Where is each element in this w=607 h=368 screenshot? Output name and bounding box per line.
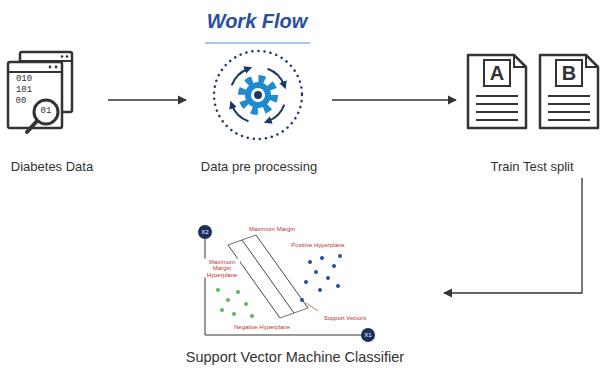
process-step: Data pre processing: [192, 48, 326, 175]
data-window-icon-part: [8, 71, 62, 73]
positive-points-part: [338, 254, 342, 258]
data-window-icon: [8, 52, 72, 132]
positive-points-part: [320, 256, 324, 260]
negative-points-part: [244, 302, 248, 306]
positive-points-part: [318, 288, 322, 292]
svm-chart-part: [361, 328, 375, 342]
negative-points-part: [236, 290, 240, 294]
flow-arrow: [108, 99, 186, 100]
positive-points-part: [304, 280, 308, 284]
process-step: Diabetes Data: [2, 50, 102, 175]
document-icon-part: [514, 55, 526, 67]
gear-icon-part: [251, 88, 265, 102]
data-window-icon-part: [61, 55, 64, 58]
binary-digits: 00: [16, 97, 27, 106]
diagram-title: Work Flow: [207, 10, 308, 33]
step-label: Data pre processing: [201, 159, 317, 175]
chart-annotation: X1: [364, 332, 371, 338]
gear-icon-part: [232, 69, 249, 86]
svm-chart-part: [198, 225, 212, 239]
data-window-icon-part: [8, 62, 62, 128]
document-icon-part: [548, 111, 590, 113]
positive-points-part: [336, 284, 340, 288]
document-icon-part: [476, 119, 518, 121]
positive-points-part: [308, 260, 312, 264]
negative-points-part: [232, 312, 236, 316]
binary-digits: 01: [41, 107, 52, 116]
flow-arrow: [444, 178, 582, 293]
document-icon-part: [484, 60, 510, 86]
data-window-icon-part: [34, 100, 58, 124]
chart-annotation: X2: [201, 229, 208, 235]
negative-points-part: [216, 288, 220, 292]
document-icon: [468, 55, 598, 128]
chart-annotation: Maximum Margin: [248, 226, 296, 232]
document-icon-part: [476, 103, 518, 105]
leader-line: [306, 303, 318, 311]
gear-icon-part: [268, 69, 285, 86]
negative-points-part: [226, 298, 230, 302]
binary-digits: 010: [16, 75, 32, 84]
svm-chart-part: [228, 245, 280, 318]
document-icon-part: [476, 95, 518, 97]
gear-icon-part: [242, 79, 274, 111]
gear-icon-part: [214, 51, 302, 139]
positive-points-part: [332, 264, 336, 268]
data-window-icon-part: [66, 55, 69, 58]
svm-chart-part: [205, 239, 206, 335]
flow-arrow: [332, 99, 456, 100]
positive-points-part: [300, 298, 304, 302]
negative-points: [216, 288, 254, 318]
chart-annotation: Positive Hyperplane: [290, 242, 345, 248]
title-underline: [205, 43, 310, 44]
document-icon-part: [556, 60, 582, 86]
svm-chart-part: [205, 335, 361, 336]
svm-chart-part: [242, 240, 294, 313]
positive-points: [300, 254, 342, 302]
process-step: Train Test split: [462, 50, 602, 175]
split-letter: A: [490, 63, 504, 84]
gear-icon-part: [232, 105, 249, 122]
gear-icon-part: [245, 82, 271, 108]
step-label: Support Vector Machine Classifier: [186, 349, 404, 366]
document-icon-part: [476, 111, 518, 113]
title-underline-part: [205, 42, 310, 44]
chart-annotation: Maximum Margin Hyperplane: [204, 259, 240, 278]
document-icon-part: [586, 55, 598, 67]
positive-points-part: [314, 270, 318, 274]
chart-annotation: Negative Hyperplane: [233, 324, 291, 330]
document-icon-part: [548, 95, 590, 97]
positive-points-part: [326, 276, 330, 280]
negative-points-part: [250, 314, 254, 318]
data-window-icon-part: [27, 121, 37, 132]
gear-icon-part: [254, 91, 262, 99]
data-window-icon-part: [55, 66, 58, 69]
document-icon-part: [540, 55, 598, 128]
chart-annotation: Support Vectors: [323, 315, 368, 321]
document-icon-part: [548, 103, 590, 105]
svm-chart: [198, 225, 375, 342]
gear-icon: [214, 51, 302, 139]
split-letter: B: [562, 63, 576, 84]
data-window-icon-part: [49, 66, 52, 69]
negative-points-part: [220, 308, 224, 312]
binary-digits: 101: [16, 86, 32, 95]
step-label: Train Test split: [490, 159, 573, 175]
gear-icon-part: [268, 105, 285, 122]
svm-chart-part: [280, 308, 308, 318]
document-icon-part: [468, 55, 526, 128]
document-icon-part: [548, 119, 590, 121]
svm-chart-part: [228, 235, 256, 245]
step-label: Diabetes Data: [11, 159, 93, 175]
